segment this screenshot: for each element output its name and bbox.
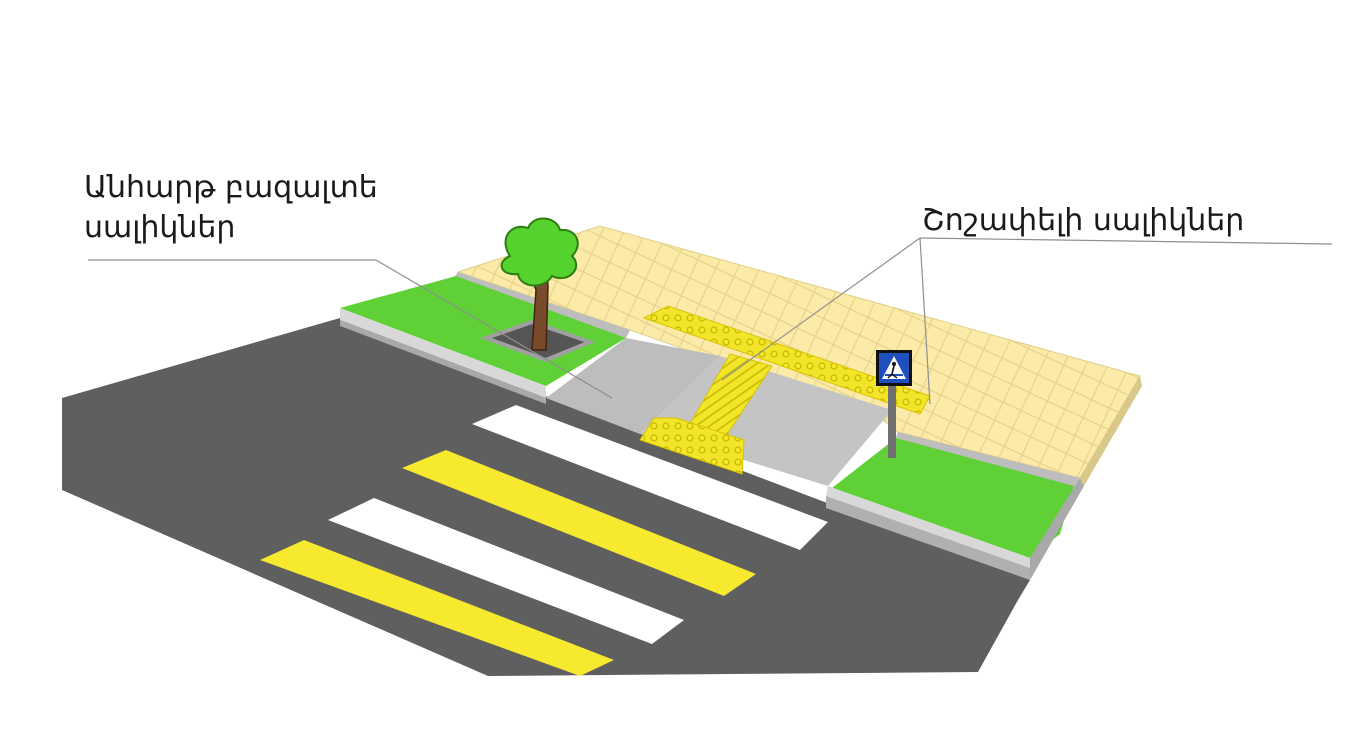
right-curb-side [826, 496, 1030, 580]
left-curb-top [340, 308, 546, 398]
leader-lines [88, 237, 1333, 405]
inner-curb-right [894, 432, 1080, 488]
pedestrian-crossing-sign-icon [876, 350, 912, 458]
crosswalk-stripe-white-2 [328, 498, 684, 644]
non-smooth-tiles-label-line-2: սալիկներ [84, 210, 236, 245]
tactile-tiles-label: Շոշափելի սալիկներ [922, 201, 1244, 241]
non-smooth-tiles-label-line-1: Անհարթ բազալտե [84, 170, 378, 205]
non-smooth-tiles-label: Անհարթ բազալտե սալիկներ [84, 168, 378, 248]
right-curb-edge [1030, 478, 1084, 580]
curb-ramp-right [640, 356, 892, 486]
tactile-tiles-label-text: Շոշափելի սալիկներ [922, 203, 1245, 238]
curb-ramp-left [546, 338, 720, 434]
left-curb-side [340, 320, 546, 404]
crosswalk-stripe-yellow-2 [260, 540, 614, 676]
crosswalk-stripe-white-1 [472, 405, 828, 550]
crosswalk-stripe-yellow-1 [402, 450, 756, 596]
sidewalk-edge [1080, 376, 1142, 486]
right-curb-top [826, 486, 1030, 568]
tree-icon [500, 217, 579, 351]
tactile-warning-road-edge [639, 417, 745, 475]
right-grass [832, 438, 1074, 558]
